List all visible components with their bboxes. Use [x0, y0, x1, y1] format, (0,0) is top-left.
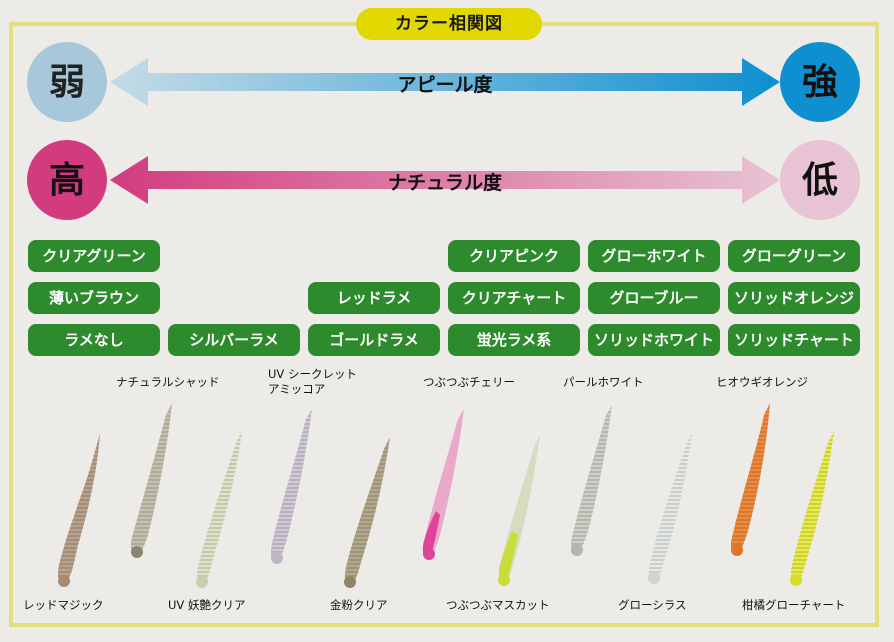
chip-fluorescent-glitter: 蛍光ラメ系 [448, 324, 580, 356]
lure-natural-shad [130, 403, 172, 558]
lure-uv-secret-amikkoa [270, 409, 312, 564]
lure-label-hiougi-orange: ヒオウギオレンジ [716, 375, 808, 389]
lure-label-amikkoa: アミッコア [268, 382, 326, 396]
chip-light-brown: 薄いブラウン [28, 282, 160, 314]
lure-label-tsubu-cherry: つぶつぶチェリー [423, 375, 515, 389]
lure-label-kankitsu-glow-chart: 柑橘グローチャート [742, 598, 846, 612]
appeal-label: アピール度 [397, 74, 493, 96]
lure-label-uv-secret: UV シークレット [268, 367, 357, 381]
chip-solid-white: ソリッドホワイト [588, 324, 720, 356]
natural-arrow [110, 156, 780, 204]
chip-glow-blue: グローブルー [588, 282, 720, 314]
lure-images [58, 403, 834, 588]
lure-pearl-white [570, 405, 612, 556]
chip-silver-glitter: シルバーラメ [168, 324, 300, 356]
chip-clear-pink: クリアピンク [448, 240, 580, 272]
natural-low-circle: 低 [780, 140, 860, 220]
chip-red-glitter: レッドラメ [308, 282, 440, 314]
chip-clear-chartreuse: クリアチャート [448, 282, 580, 314]
lure-tsubu-cherry [422, 409, 464, 560]
lure-red-magic [58, 433, 100, 587]
lure-tsubu-muscat [498, 435, 540, 586]
lure-label-tsubu-muscat: つぶつぶマスカット [446, 598, 550, 612]
chip-solid-chartreuse: ソリッドチャート [728, 324, 860, 356]
natural-high-circle: 高 [27, 140, 107, 220]
lure-kinpun-clear [344, 437, 390, 588]
lure-label-pearl-white: パールホワイト [563, 375, 644, 389]
chip-glow-green: グローグリーン [728, 240, 860, 272]
chip-clear-green: クリアグリーン [28, 240, 160, 272]
lure-uv-youen-clear [196, 431, 242, 588]
lure-label-kinpun-clear: 金粉クリア [330, 598, 388, 612]
lure-label-glow-shirasu: グローシラス [618, 598, 687, 612]
page-title: カラー相関図 [356, 8, 542, 40]
chip-glow-white: グローホワイト [588, 240, 720, 272]
lure-label-red-magic: レッドマジック [23, 598, 104, 612]
lure-label-natural-shad: ナチュラルシャッド [116, 375, 220, 389]
chip-gold-glitter: ゴールドラメ [308, 324, 440, 356]
appeal-arrow [110, 58, 780, 106]
lure-hiougi-orange [730, 403, 770, 556]
chip-solid-orange: ソリッドオレンジ [728, 282, 860, 314]
lure-kankitsu-glow-chart [790, 431, 834, 586]
lure-glow-shirasu [648, 433, 692, 584]
appeal-low-circle: 弱 [27, 42, 107, 122]
appeal-high-circle: 強 [780, 42, 860, 122]
chip-no-glitter: ラメなし [28, 324, 160, 356]
natural-label: ナチュラル度 [387, 172, 502, 194]
lure-label-uv-youen-clear: UV 妖艶クリア [168, 598, 246, 612]
